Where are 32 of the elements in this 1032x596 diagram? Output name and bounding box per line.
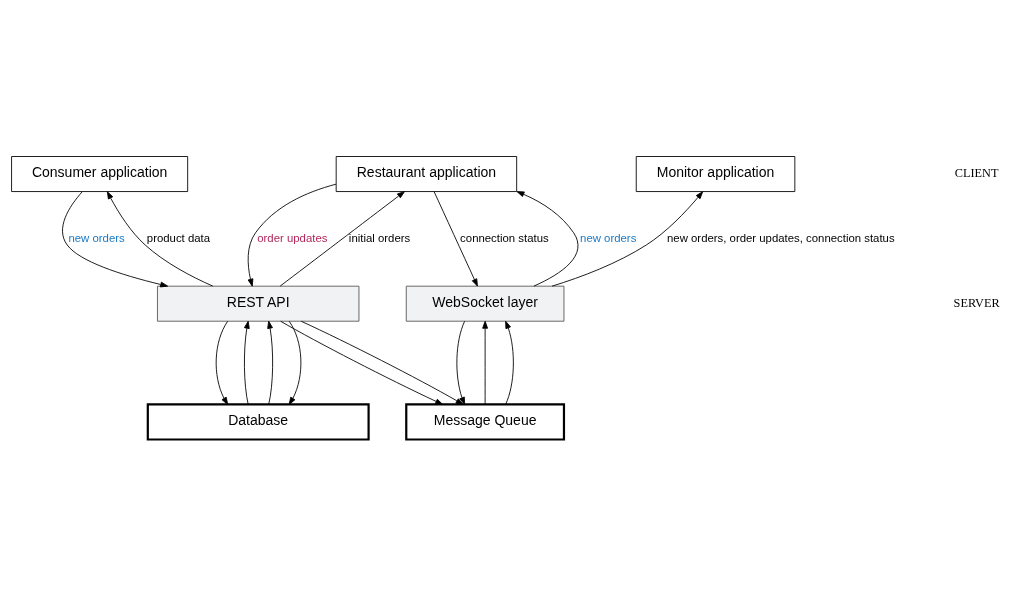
node-box: REST API	[157, 285, 360, 322]
node-box: Database	[146, 403, 370, 441]
node-box: WebSocket layer	[405, 285, 565, 322]
arrow	[551, 191, 704, 287]
arrow	[267, 320, 274, 405]
arrow	[279, 191, 405, 287]
arrow	[247, 183, 337, 287]
edge-label: initial orders	[348, 231, 411, 244]
arrow	[62, 191, 169, 288]
arrow	[505, 320, 514, 405]
arrow	[288, 320, 302, 405]
node-box: Monitor application	[635, 156, 796, 192]
arrow	[482, 320, 488, 405]
arrow	[300, 320, 464, 405]
edge-label: new orders	[580, 231, 637, 244]
label: SERVER	[953, 295, 1000, 310]
arrow	[106, 191, 214, 287]
edge-label: connection status	[460, 231, 549, 244]
arrow	[280, 320, 444, 405]
arrow	[516, 191, 579, 287]
edge-label: order updates	[257, 231, 328, 244]
arrow	[433, 191, 478, 287]
label: CLIENT	[954, 166, 999, 181]
node-box: Message Queue	[405, 403, 566, 441]
arrow	[456, 320, 466, 405]
edge-label: new orders	[68, 231, 125, 244]
edge-label: new orders, order updates, connection status	[666, 231, 895, 244]
arrow	[215, 320, 229, 405]
node-box: Restaurant application	[335, 156, 518, 192]
node-box: Consumer application	[11, 156, 189, 192]
arrow	[243, 320, 250, 405]
edge-label: product data	[146, 231, 211, 244]
